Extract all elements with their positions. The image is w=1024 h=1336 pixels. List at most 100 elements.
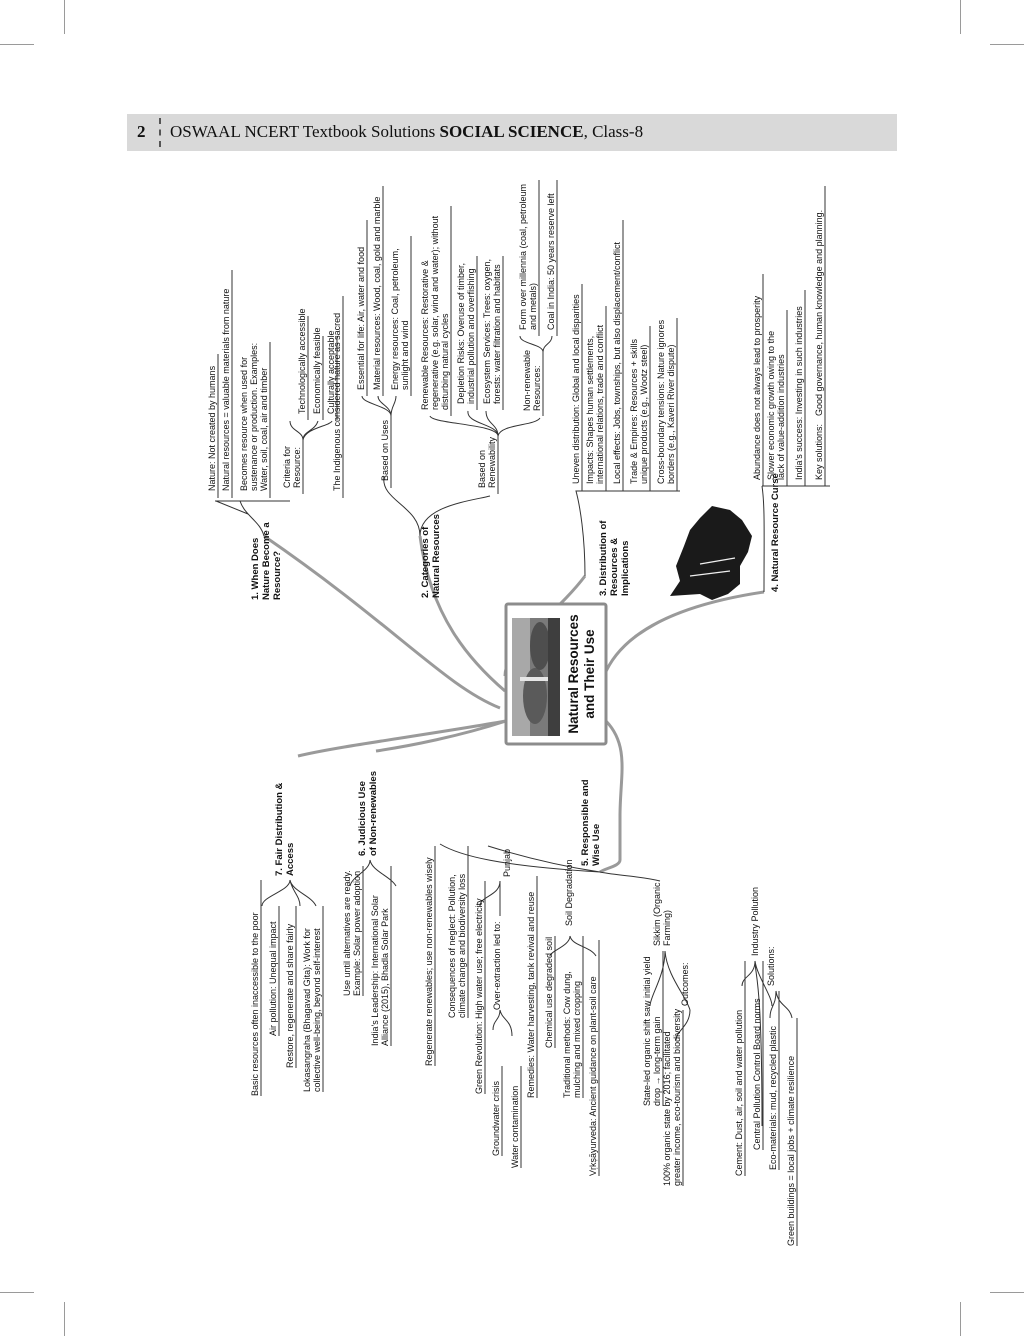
b5-water-contamination: Water contamination [510,1086,520,1168]
branch-responsible-use: 5. Responsible and Wise Use Regenerate r… [424,779,798,1246]
branch-7-title-line1: 7. Fair Distribution & [274,782,285,876]
b2-form-2: and metals) [528,283,538,330]
b5-sikkim-2: Farming) [662,910,672,946]
b5-regenerate: Regenerate renewables; use non-renewable… [424,857,434,1066]
crop-mark [64,1302,65,1336]
page-number: 2 [137,122,146,141]
branch-when-nature-becomes-resource: 1. When Does Nature Become a Resource? N… [207,270,344,600]
crop-mark [64,0,65,34]
b4-slower-1: Slower economic growth owing to the [766,331,776,480]
b2-essential: Essential for life: Air, water and food [356,247,366,390]
b6-india-leadership-1: India's Leadership: International Solar [370,895,380,1046]
b3-cross-boundary-2: borders (e.g., Kaveri River dispute) [666,344,676,484]
b2-depletion-1: Depletion Risks: Overuse of timber, [456,263,466,404]
b7-air-pollution: Air pollution: Unequal impact [268,921,278,1036]
crop-mark [0,1292,34,1293]
b7-restore: Restore, regenerate and share fairly [285,923,295,1068]
header-title: OSWAAL NCERT Textbook Solutions SOCIAL S… [170,122,643,142]
branch-1-title-line3: Resource? [272,551,283,600]
b5-punjab: Punjab [502,849,512,877]
central-topic-image [512,618,560,736]
branch-6-title-line1: 6. Judicious Use [357,781,368,856]
b2-nonrenewable-1: Non-renewable [522,350,532,411]
b7-basic: Basic resources often inaccessible to th… [250,912,260,1096]
central-topic-line2: and Their Use [582,629,597,719]
branch-judicious-use: 6. Judicious Use of Non-renewables Use u… [342,771,397,1046]
b5-outcomes: Outcomes: [680,962,690,1006]
header-title-prefix: OSWAAL NCERT Textbook Solutions [170,122,440,141]
b7-lokasangraha-1: Lokasangraha (Bhagavad Gita): Work for [302,928,312,1092]
b6-use-until-2: Example: Solar power adoption [352,871,362,996]
b2-nonrenewable-2: Resources: [532,365,542,411]
header-title-subject: SOCIAL SCIENCE [439,122,584,141]
branch-1-title-line1: 1. When Does [250,538,261,600]
b5-industry-pollution: Industry Pollution [750,887,760,956]
b2-energy-1: Energy resources: Coal, petroleum, [390,248,400,390]
b2-renewable-3: disturbing natural cycles [440,313,450,410]
b7-lokasangraha-2: collective well-being, beyond self-inter… [312,928,322,1092]
b2-depletion-2: industrial pollution and overfishing [466,268,476,404]
branch-5-title-line1: 5. Responsible and [580,779,591,866]
b1-nature: Nature: Not created by humans [207,365,217,491]
b5-state-led-2: drop → long-term gain [652,1016,662,1106]
crop-mark [960,1302,961,1336]
b5-soil-degradation: Soil Degradation [564,859,574,926]
b2-ecosystem-2: forests: water filtration and habitats [492,264,502,404]
b5-traditional-1: Traditional methods: Cow dung, [562,971,572,1098]
b1-indigenous: The Indigenous considered nature as sacr… [332,313,342,491]
b2-renewable-2: regenerative (e.g. solar, wind and water… [430,215,440,410]
branch-4-title: 4. Natural Resource Curse [770,473,781,592]
b5-green-revolution: Green Revolution: High water use; free e… [474,898,484,1094]
branch-5-title-line2: Wise Use [591,824,602,866]
b3-cross-boundary-1: Cross-boundary tensions: Nature ignores [656,319,666,484]
b3-trade-2: unique products (e.g., Wootz steel) [639,345,649,484]
b5-sikkim-1: Sikkim (Organic [652,882,662,946]
page-header: 2 OSWAAL NCERT Textbook Solutions SOCIAL… [127,114,897,151]
b6-india-leadership-2: Alliance (2015), Bhadla Solar Park [380,908,390,1046]
b1-becomes-resource-3: Water, soil, coal, air and timber [259,368,269,491]
b5-over-extraction: Over-extraction led to: [492,921,502,1010]
b5-groundwater: Groundwater crisis [491,1080,501,1156]
b1-becomes-resource-2: sustenance or production. Examples: [249,343,259,491]
branch-3-title-line2: Resources & [609,538,620,596]
branch-fair-distribution: 7. Fair Distribution & Access Basic reso… [250,782,324,1096]
branch-6-title-line2: of Non-renewables [368,771,379,856]
b2-renewability-1: Based on [477,450,487,488]
b3-impacts-1: Impacts: Shapes human settlements, [585,336,595,484]
central-topic-line1: Natural Resources [566,614,581,733]
b2-ecosystem-1: Ecosystem Services: Trees: oxygen, [482,259,492,404]
branch-2-title-line1: 2. Categories of [420,526,431,598]
b2-renewability-2: Renewability [487,436,497,488]
b4-key-solutions: Good governance, human knowledge and pla… [814,210,824,416]
b5-consequences-1: Consequences of neglect: Pollution, [447,874,457,1018]
b1-becomes-resource-1: Becomes resource when used for [239,357,249,491]
india-map-icon [670,506,752,600]
b5-solutions: Solutions: [766,946,776,986]
crop-mark [960,0,961,34]
b5-traditional-2: mulching and mixed cropping [572,981,582,1098]
b1-criteria-1: Technologically accessible [297,308,307,414]
crop-mark [0,44,34,45]
b4-abundance: Abundance does not always lead to prospe… [752,295,762,480]
crop-mark [990,44,1024,45]
b5-cpcb: Central Pollution Control Board norms [752,998,762,1150]
b6-use-until-1: Use until alternatives are ready. [342,870,352,996]
b5-green-buildings: Green buildings = local jobs + climate r… [786,1056,796,1246]
b4-india-success: India's success: Investing in such indus… [794,306,804,480]
b1-criteria-2: Economically feasible [312,327,322,414]
b2-based-on-uses: Based on Uses [380,419,390,481]
b2-energy-2: sunlight and wind [400,320,410,390]
b5-organic-state-2: greater income, eco-tourism and biodiver… [672,1008,682,1186]
b5-eco-materials: Eco-materials: mud, recycled plastic [768,1025,778,1170]
b1-criteria-label-1: Criteria for [282,446,292,488]
branch-1-title-line2: Nature Become a [261,522,272,600]
branch-resource-curse: 4. Natural Resource Curse Abundance does… [752,186,830,593]
b2-renewable-1: Renewable Resources: Restorative & [420,260,430,410]
b5-vrikshayurveda: Vṛkṣāyurveda: Ancient guidance on plant-… [588,976,598,1176]
b2-material: Material resources: Wood, coal, gold and… [372,197,382,390]
header-title-suffix: , Class-8 [583,122,644,141]
b3-uneven: Uneven distribution: Global and local di… [571,294,581,484]
b5-chemical: Chemical use degraded soil [544,937,554,1048]
b5-consequences-2: climate change and biodiversity loss [457,873,467,1018]
header-divider [159,118,161,147]
